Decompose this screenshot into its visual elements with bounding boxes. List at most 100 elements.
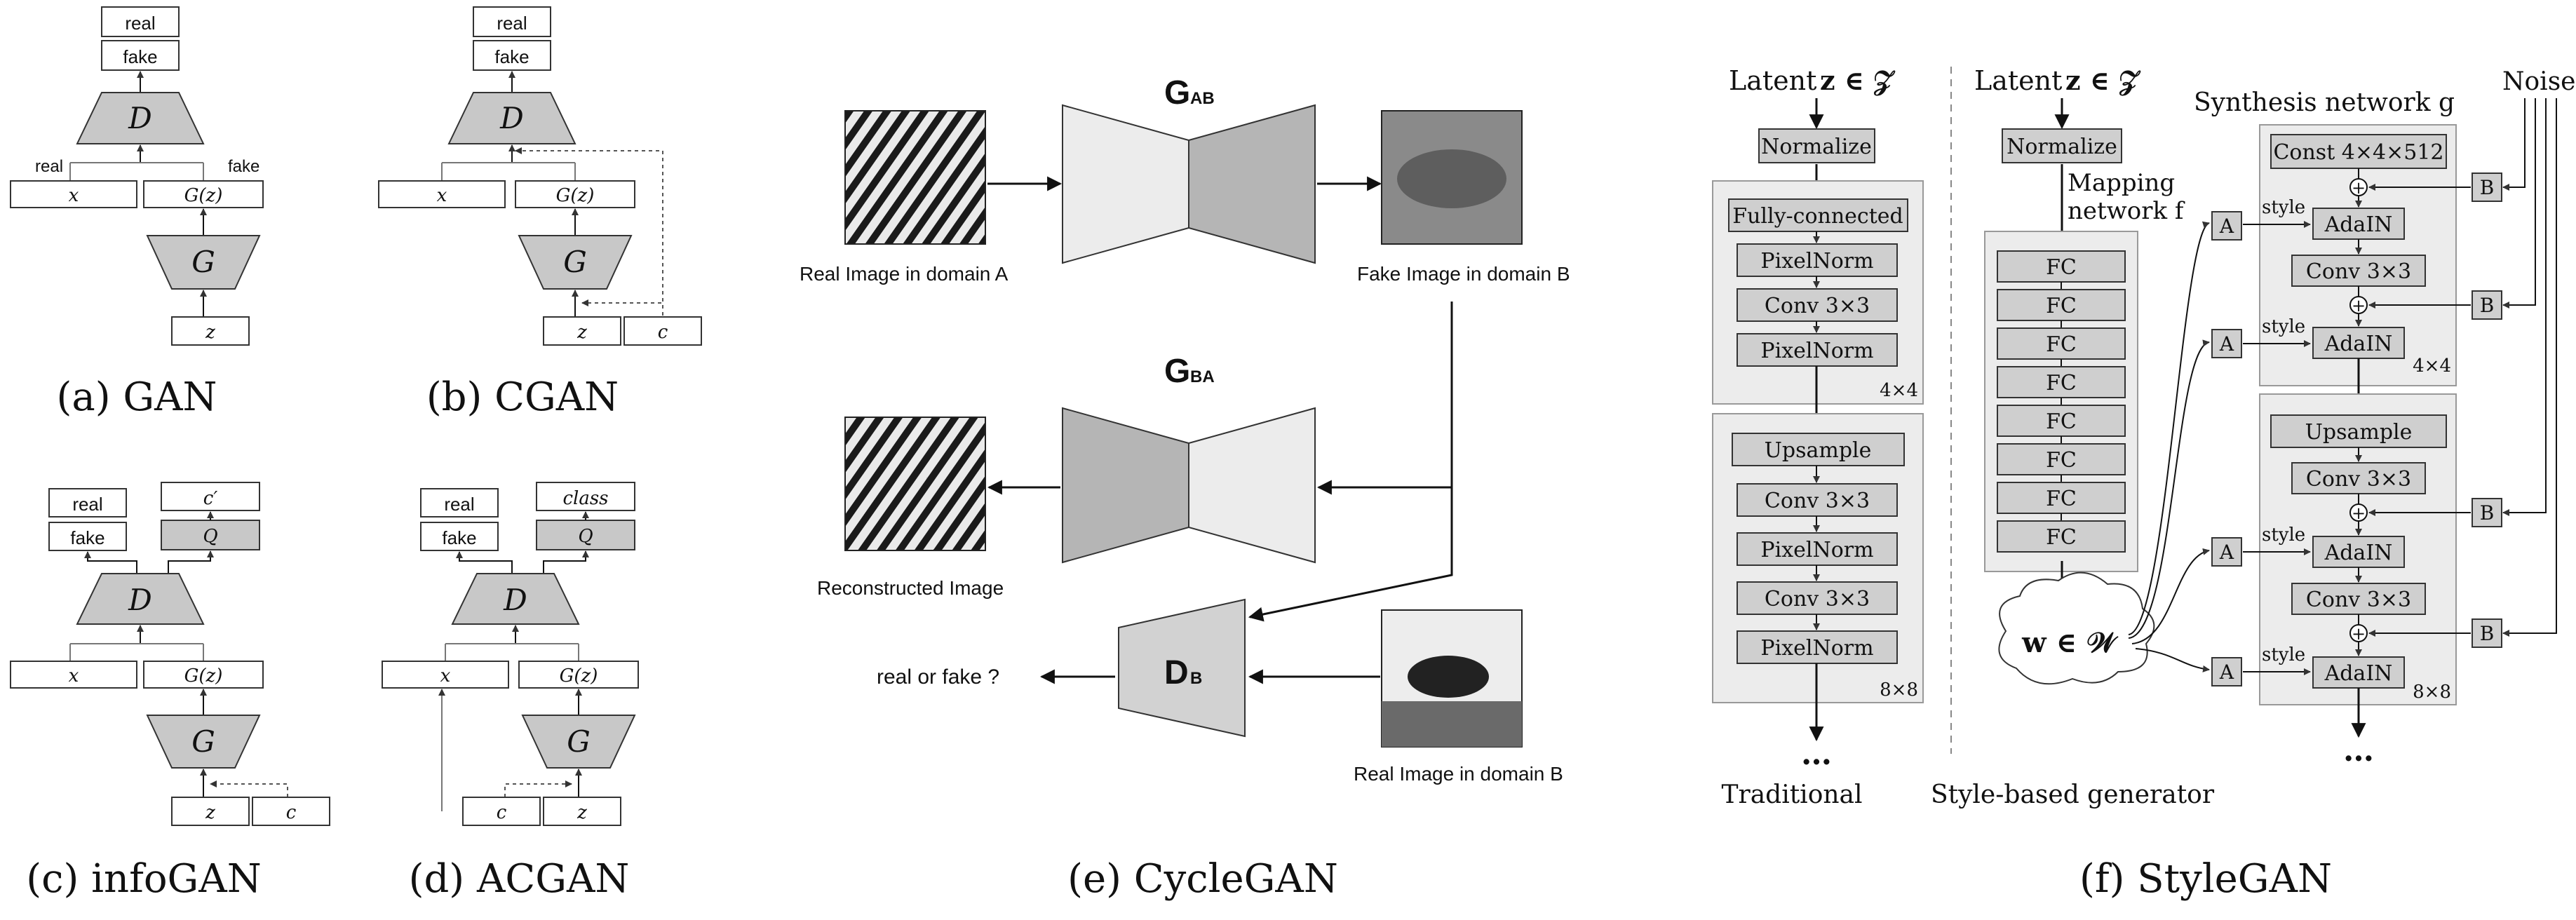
input-gz-label: G(z) — [560, 665, 598, 686]
style-z-expr: z ∈ 𝒵 — [2065, 65, 2141, 96]
input-z-box — [171, 316, 250, 346]
g-ab-label: G — [1164, 74, 1190, 111]
real-image-a — [844, 110, 986, 245]
generator-label: G — [563, 245, 587, 279]
conv-synth-3: Conv 3×3 — [2306, 588, 2411, 612]
fc-layer-box — [1997, 250, 2126, 283]
real-a-caption: Real Image in domain A — [800, 263, 1009, 285]
panel-acgan: real fake class Q D x G(z) G c z (d) ACG… — [382, 482, 639, 902]
g-ba-subscript: BA — [1190, 367, 1215, 386]
w-latent-cloud — [1998, 571, 2155, 685]
svg-text:+: + — [2352, 178, 2366, 198]
fc-layer-box — [1997, 443, 2126, 475]
fc-layer-label: FC — [2046, 525, 2077, 550]
output-real-label: real — [125, 13, 155, 34]
trad-conv-2: Conv 3×3 — [1765, 489, 1870, 513]
trad-conv-3: Conv 3×3 — [1765, 587, 1870, 611]
style-latent-label: Latent — [1974, 65, 2062, 96]
generator-shape — [521, 715, 636, 769]
conv-synth-1: Conv 3×3 — [2306, 259, 2411, 284]
g-ab-decoder — [1188, 104, 1316, 264]
const-box: Const 4×4×512 — [2273, 140, 2443, 165]
discriminator-shape — [447, 92, 576, 144]
discriminator-label: D — [128, 583, 152, 617]
input-gz-label: G(z) — [184, 665, 223, 686]
svg-text:style: style — [2262, 644, 2305, 665]
mapping-label-2: network f — [2068, 197, 2185, 225]
mapping-label-1: Mapping — [2068, 169, 2175, 197]
input-z-label: z — [205, 322, 215, 343]
output-class-label: class — [562, 488, 608, 509]
fc-layer-box — [1997, 520, 2126, 553]
trad-upsample: Upsample — [1765, 438, 1872, 463]
trad-caption: Traditional — [1721, 780, 1862, 809]
discriminator-shape — [76, 573, 205, 625]
trad-conv-1: Conv 3×3 — [1765, 294, 1870, 318]
svg-text:style: style — [2262, 525, 2305, 546]
affine-a-3: A — [2219, 541, 2234, 564]
fc-layer-label: FC — [2046, 410, 2077, 434]
g-ab-subscript: AB — [1190, 89, 1215, 108]
discriminator-b-shape — [1118, 598, 1246, 738]
fc-layer-label: FC — [2046, 255, 2077, 280]
input-x-label: x — [69, 185, 79, 206]
noise-b-4: B — [2480, 622, 2495, 645]
fc-layer-label: FC — [2046, 332, 2077, 357]
reconstructed-image — [844, 417, 986, 551]
output-fake-label: fake — [123, 46, 157, 67]
svg-text:style: style — [2262, 197, 2305, 218]
affine-a-2: A — [2219, 332, 2234, 356]
q-label: Q — [203, 526, 217, 547]
input-gz-label: G(z) — [184, 185, 223, 206]
trad-res-8x8: 8×8 — [1880, 679, 1918, 701]
trad-fc: Fully-connected — [1732, 204, 1903, 229]
input-z-label: z — [576, 322, 587, 343]
input-z-label: z — [205, 802, 215, 823]
synthesis-label: Synthesis network g — [2194, 88, 2455, 117]
input-c-label: c — [497, 802, 507, 823]
upsample-synth: Upsample — [2305, 420, 2413, 445]
adain-3: AdaIN — [2324, 541, 2393, 565]
generator-label: G — [191, 724, 215, 759]
q-network-box — [536, 520, 635, 550]
q-network-box — [161, 520, 260, 550]
fc-layer-box — [1997, 327, 2126, 360]
adain-4: AdaIN — [2324, 661, 2393, 686]
fake-b-caption: Fake Image in domain B — [1357, 263, 1570, 285]
output-real-box — [101, 6, 180, 37]
noise-label: Noise — [2502, 67, 2575, 96]
trad-dots: … — [1801, 736, 1832, 772]
trad-normalize-box — [1758, 128, 1875, 163]
synth-res-8x8: 8×8 — [2413, 682, 2451, 703]
trad-z-expr: z ∈ 𝒵 — [1820, 65, 1896, 96]
g-ab-encoder — [1062, 104, 1189, 264]
panel-stylegan: Latent z ∈ 𝒵 Normalize Fully-connected P… — [1712, 65, 2575, 902]
output-fake-box — [101, 40, 180, 71]
style-dots: … — [2343, 733, 2374, 769]
generator-shape — [146, 235, 261, 290]
g-ba-label: G — [1164, 353, 1190, 390]
q-label: Q — [578, 526, 593, 547]
panel-gan: real fake D real fake x G(z) G z (a) GAN — [10, 6, 264, 420]
input-x-label: x — [440, 665, 451, 686]
d-b-label: D — [1164, 654, 1189, 691]
conv-synth-2: Conv 3×3 — [2306, 467, 2411, 492]
caption-stylegan: (f) StyleGAN — [2079, 856, 2332, 902]
input-gz-label: G(z) — [556, 185, 595, 206]
affine-a-4: A — [2219, 661, 2234, 684]
fc-layer-label: FC — [2046, 448, 2077, 473]
discriminator-shape — [451, 573, 580, 625]
input-x-label: x — [437, 185, 447, 206]
style-normalize-box — [2002, 128, 2122, 163]
g-ba-encoder — [1062, 407, 1189, 564]
real-b-caption: Real Image in domain B — [1354, 763, 1563, 785]
g-ba-decoder — [1188, 407, 1316, 564]
output-fake-label: fake — [70, 527, 104, 548]
output-c-label: c′ — [203, 488, 218, 509]
d-b-subscript: B — [1190, 669, 1202, 688]
caption-infogan: (c) infoGAN — [26, 856, 261, 902]
panel-infogan: real fake c′ Q D x G(z) G z c (c) infoGA… — [10, 482, 330, 902]
fc-layer-box — [1997, 405, 2126, 437]
input-gz-box — [143, 180, 264, 208]
